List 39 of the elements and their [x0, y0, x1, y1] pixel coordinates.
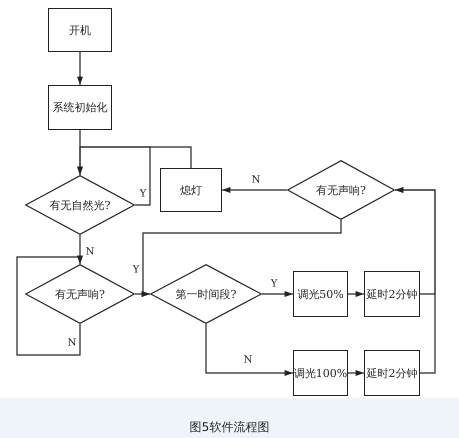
- arrow: [222, 187, 287, 193]
- figure-caption: 图5软件流程图: [190, 420, 270, 434]
- arrow: [348, 291, 364, 297]
- node-label: 有无声响?: [55, 286, 105, 302]
- node-label: 有无自然光?: [50, 198, 110, 212]
- process-box: [48, 8, 112, 52]
- process-box: [364, 271, 420, 317]
- edge-label: Y: [132, 264, 140, 276]
- arrow: [348, 370, 364, 376]
- arrow: [205, 324, 293, 376]
- edge-label: N: [84, 246, 96, 258]
- decision-diamond: [287, 160, 395, 220]
- process-box: [293, 350, 348, 396]
- arrow: [16, 256, 83, 356]
- node-label: 调光50%: [297, 286, 344, 302]
- node-label: 延时2分钟: [366, 286, 418, 302]
- process-box: [364, 350, 420, 396]
- arrow: [262, 291, 293, 297]
- process-box: [293, 271, 348, 317]
- edge-label: Y: [138, 188, 148, 200]
- arrow: [142, 220, 342, 297]
- edge-label: N: [66, 338, 78, 348]
- edge-label: N: [250, 174, 262, 186]
- arrow: [77, 52, 83, 85]
- arrow: [395, 187, 436, 374]
- node-label: 系统初始化: [52, 100, 108, 115]
- node-label: 第一时间段?: [176, 286, 236, 302]
- node-label: 延时2分钟: [366, 366, 418, 380]
- edge-label: Y: [270, 278, 278, 290]
- process-box: [48, 85, 112, 130]
- node-label: 熄灯: [180, 182, 202, 198]
- decision-diamond: [25, 175, 135, 235]
- node-label: 有无声响?: [316, 182, 366, 198]
- decision-diamond: [150, 264, 262, 324]
- node-label: 调光100%: [294, 366, 348, 380]
- process-box: [160, 168, 222, 212]
- node-label: 开机: [69, 22, 91, 38]
- edge-label: N: [242, 354, 254, 366]
- arrow: [77, 146, 192, 175]
